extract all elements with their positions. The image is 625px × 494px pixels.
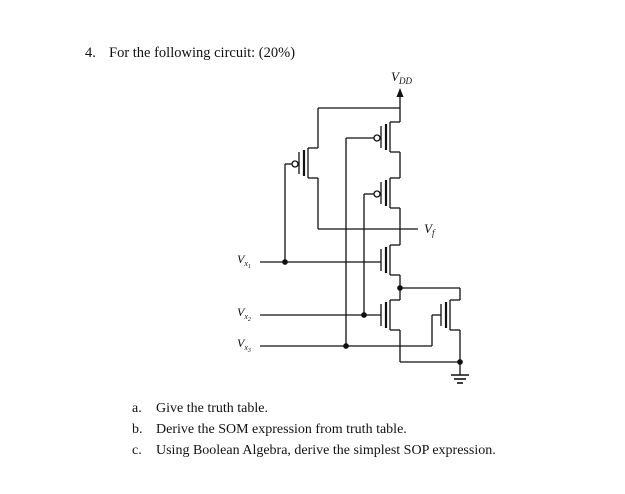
pmos-transistor-3	[291, 147, 318, 179]
question-number: 4.	[85, 45, 96, 61]
ground-icon	[451, 374, 469, 384]
sub-question-list: a. Give the truth table. b. Derive the SOM…	[132, 398, 496, 461]
pmos-transistor-1	[373, 121, 400, 153]
question-text: For the following circuit: (20%)	[109, 45, 296, 61]
sub-question-text: Give the truth table.	[156, 401, 268, 416]
output-label: Vf	[424, 221, 436, 238]
sub-question-letter: a.	[132, 401, 142, 416]
junction-dot	[361, 312, 367, 318]
junction-dot	[397, 285, 403, 291]
sub-question: c. Using Boolean Algebra, derive the simp…	[132, 440, 496, 461]
vdd-arrow-icon	[396, 88, 404, 97]
input-label-x3: Vx3	[237, 336, 251, 354]
input-label-x2: Vx2	[237, 305, 251, 323]
question-heading: 4. For the following circuit: (20%)	[85, 45, 295, 62]
sub-question: b. Derive the SOM expression from truth t…	[132, 419, 496, 440]
sub-question: a. Give the truth table.	[132, 398, 496, 419]
nmos-transistor-3	[440, 299, 460, 331]
sub-question-text: Derive the SOM expression from truth tab…	[156, 422, 407, 437]
junction-dot	[343, 343, 349, 349]
sub-question-letter: c.	[132, 443, 142, 458]
input-label-x1: Vx1	[237, 252, 251, 270]
nmos-transistor-2	[380, 299, 400, 331]
junction-dot	[457, 359, 463, 365]
sub-question-letter: b.	[132, 422, 143, 437]
sub-question-text: Using Boolean Algebra, derive the simple…	[156, 443, 496, 458]
vdd-label: VDD	[391, 69, 412, 86]
pmos-transistor-2	[373, 177, 400, 209]
nmos-transistor-1	[380, 244, 400, 276]
